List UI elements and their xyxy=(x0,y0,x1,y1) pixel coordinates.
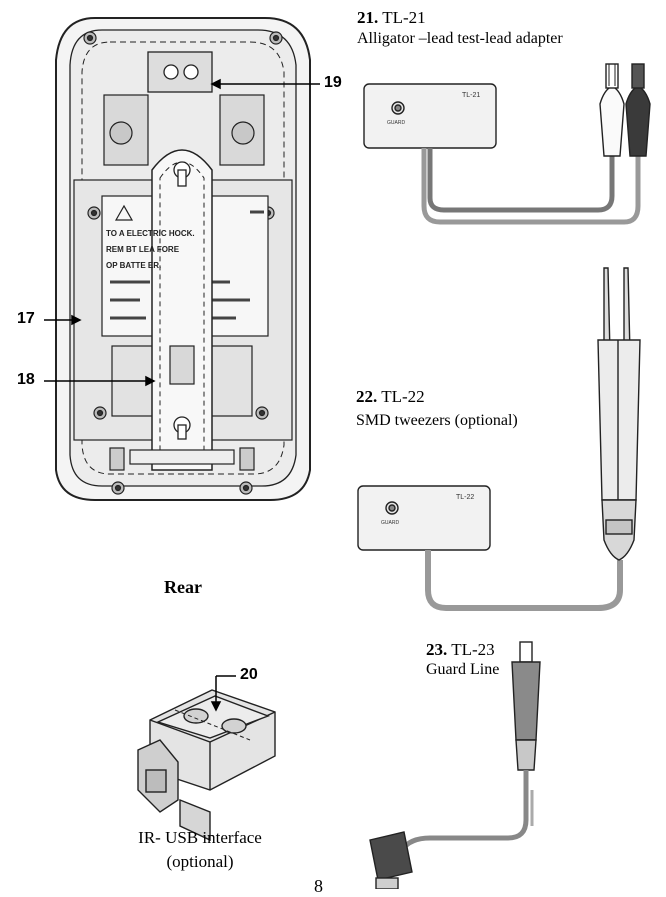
accessory-23-heading: 23. TL-23 xyxy=(426,640,495,660)
accessory-23-description: Guard Line xyxy=(426,661,500,678)
tl23-guard-line-illustration xyxy=(369,641,541,889)
accessory-22-model: TL-22 xyxy=(381,387,425,406)
callout-leader-20 xyxy=(210,675,236,712)
callout-17: 17 xyxy=(17,310,35,327)
warning-line-1: TO A ELECTRIC HOCK. xyxy=(106,229,195,238)
warning-label: TO A ELECTRIC HOCK. REM BT LEA FORE OP B… xyxy=(106,226,266,274)
callout-18: 18 xyxy=(17,371,35,388)
usb-interface-caption: IR- USB interface (optional) xyxy=(100,826,300,874)
accessory-22-heading: 22. TL-22 xyxy=(356,387,425,407)
accessory-22-number: 22. xyxy=(356,387,378,406)
accessory-23-model: TL-23 xyxy=(451,640,495,659)
callout-19: 19 xyxy=(324,74,342,91)
meter-rear-illustration xyxy=(55,17,311,501)
callout-20: 20 xyxy=(240,666,258,683)
tl21-adapter-illustration xyxy=(363,63,651,225)
accessory-23-number: 23. xyxy=(426,640,448,659)
page-number: 8 xyxy=(314,876,323,896)
rear-caption: Rear xyxy=(164,577,202,597)
tl22-box-label: TL-22 xyxy=(456,494,475,501)
callout-leaders-rear xyxy=(44,78,320,387)
tl21-guard-label: GUARD xyxy=(387,120,406,126)
accessory-22-description: SMD tweezers (optional) xyxy=(356,412,518,429)
usb-caption-line-1: IR- USB interface xyxy=(138,828,262,847)
accessory-21-heading: 21. TL-21 xyxy=(357,8,426,28)
tl22-guard-label: GUARD xyxy=(381,520,400,526)
tl22-tweezers-illustration xyxy=(357,267,641,611)
accessory-21-model: TL-21 xyxy=(382,8,426,27)
accessory-21-description: Alligator –lead test-lead adapter xyxy=(357,30,563,47)
usb-caption-line-2: (optional) xyxy=(166,852,234,871)
accessory-21-number: 21. xyxy=(357,8,379,27)
ir-usb-interface-illustration xyxy=(137,689,276,842)
warning-line-3: OP BATTE ER. xyxy=(106,261,162,270)
tl21-box-label: TL-21 xyxy=(462,92,481,99)
warning-line-2: REM BT LEA FORE xyxy=(106,245,180,254)
